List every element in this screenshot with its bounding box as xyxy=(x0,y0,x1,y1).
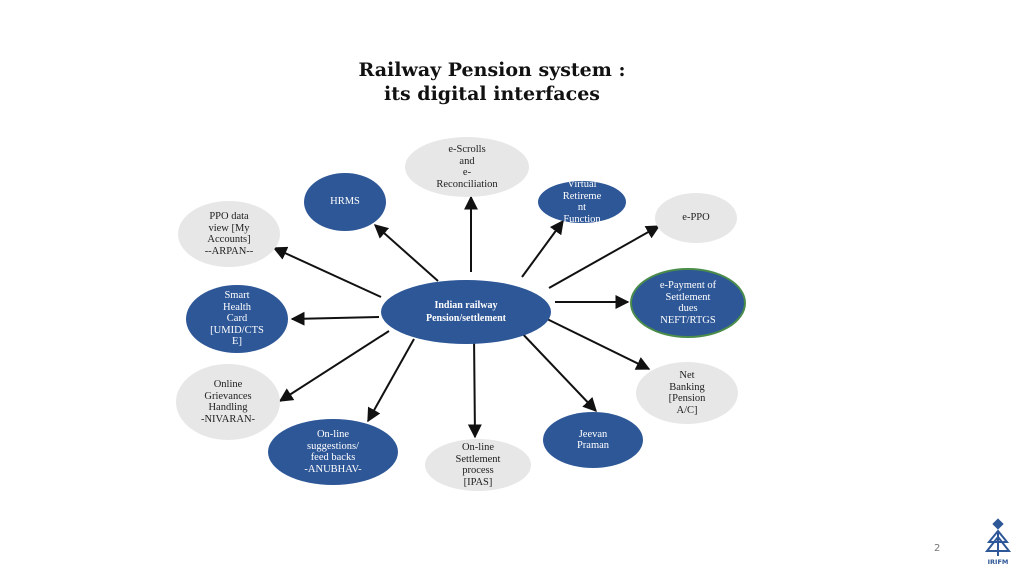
arrow-to-jeevan-praman xyxy=(517,328,597,413)
arrow-to-online-settlement xyxy=(467,334,482,439)
arrow-to-online-grievances xyxy=(278,330,390,402)
arrow-to-hrms xyxy=(373,224,439,282)
node-online-grievances-label: Online Grievances Handling -NIVARAN- xyxy=(200,379,256,425)
irifm-logo-icon xyxy=(984,518,1012,556)
node-online-grievances: Online Grievances Handling -NIVARAN- xyxy=(176,364,280,440)
node-escrolls: e-Scrolls and e- Reconciliation xyxy=(405,137,529,197)
node-ppo-data-view: PPO data view [My Accounts] --ARPAN-- xyxy=(178,201,280,267)
node-eppo-label: e-PPO xyxy=(682,212,710,224)
node-epayment: e-Payment of Settlement dues NEFT/RTGS xyxy=(630,268,746,338)
node-ppo-data-view-label: PPO data view [My Accounts] --ARPAN-- xyxy=(204,211,254,257)
title-line-1: Railway Pension system : xyxy=(358,59,626,81)
irifm-logo: IRIFM xyxy=(983,518,1013,570)
arrow-to-online-suggestions xyxy=(367,338,415,423)
logo-text: IRIFM xyxy=(987,558,1009,566)
arrow-to-net-banking xyxy=(544,317,651,370)
node-hrms: HRMS xyxy=(304,173,386,231)
node-online-suggestions-label: On-line suggestions/ feed backs -ANUBHAV… xyxy=(304,429,362,475)
arrow-to-virtual-retirement xyxy=(521,219,564,278)
center-node-indian-railway-pension: Indian railway Pension/settlement xyxy=(381,280,551,344)
node-jeevan-praman: Jeevan Praman xyxy=(543,412,643,468)
page-title: Railway Pension system : its digital int… xyxy=(312,58,672,106)
node-net-banking-label: Net Banking [Pension A/C] xyxy=(668,370,706,416)
node-jeevan-praman-label: Jeevan Praman xyxy=(576,428,610,452)
node-smart-health-card-label: Smart Health Card [UMID/CTS E] xyxy=(210,290,264,348)
node-hrms-label: HRMS xyxy=(330,196,360,208)
arrow-to-smart-health-card xyxy=(290,311,380,326)
node-online-suggestions: On-line suggestions/ feed backs -ANUBHAV… xyxy=(268,419,398,485)
node-escrolls-label: e-Scrolls and e- Reconciliation xyxy=(436,144,498,190)
node-eppo: e-PPO xyxy=(655,193,737,243)
center-node-label: Indian railway Pension/settlement xyxy=(426,300,506,324)
node-virtual-retirement: Virtual Retireme nt Function xyxy=(538,181,626,223)
node-net-banking: Net Banking [Pension A/C] xyxy=(636,362,738,424)
node-epayment-label: e-Payment of Settlement dues NEFT/RTGS xyxy=(659,280,717,326)
node-online-settlement: On-line Settlement process [IPAS] xyxy=(425,439,531,491)
node-smart-health-card: Smart Health Card [UMID/CTS E] xyxy=(186,285,288,353)
page-number: 2 xyxy=(934,543,941,554)
node-online-settlement-label: On-line Settlement process [IPAS] xyxy=(455,442,501,488)
title-line-2: its digital interfaces xyxy=(384,83,600,105)
arrow-to-eppo xyxy=(548,225,661,289)
arrow-to-ppo-data-view xyxy=(272,246,382,298)
node-virtual-retirement-label: Virtual Retireme nt Function xyxy=(562,181,602,223)
